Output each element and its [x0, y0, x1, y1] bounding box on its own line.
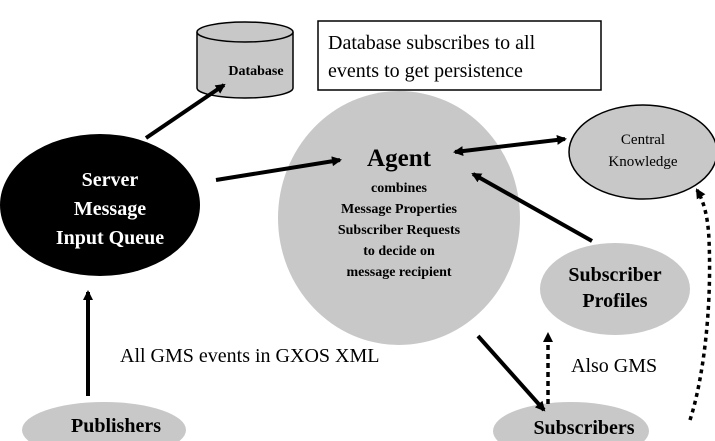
central-knowledge-ellipse: [568, 104, 715, 200]
agent-line2: Message Properties: [341, 202, 458, 217]
gms-events-label: All GMS events in GXOS XML: [120, 345, 379, 367]
central-knowledge-line2: Knowledge: [608, 154, 677, 170]
also-gms-label: Also GMS: [571, 355, 657, 377]
database-cylinder-body: [196, 32, 294, 99]
agent-ellipse: [278, 91, 520, 345]
agent-line5: message recipient: [346, 265, 451, 280]
publishers-node: Publishers: [22, 402, 186, 441]
publishers-label: Publishers: [71, 415, 161, 437]
database-note: Database subscribes to all events to get…: [317, 20, 602, 91]
arrow-profiles-to-agent: [471, 172, 593, 243]
database-label: Database: [228, 64, 283, 79]
agent-line4: to decide on: [363, 244, 435, 259]
database-note-box: [317, 20, 602, 91]
server-queue-node: Server Message Input Queue: [0, 134, 200, 276]
subscriber-profiles-line2: Profiles: [582, 290, 647, 312]
database-note-line2: events to get persistence: [328, 60, 523, 82]
subscriber-profiles-node: Subscriber Profiles: [540, 243, 690, 335]
server-queue-ellipse: [0, 134, 200, 276]
central-knowledge-line1: Central: [621, 132, 665, 148]
arrow-agent-central-knowledge: [453, 134, 567, 157]
arrow-queue-to-database: [144, 83, 226, 140]
arrow-queue-to-agent: [215, 156, 342, 182]
server-queue-line2: Message: [74, 198, 146, 220]
server-queue-line1: Server: [82, 169, 139, 191]
publishers-ellipse: [22, 402, 186, 441]
arrow-agent-to-subscribers: [476, 334, 546, 412]
subscriber-profiles-line1: Subscriber: [568, 264, 661, 286]
database-node: Database: [196, 21, 294, 99]
subscribers-node: Subscribers: [493, 402, 649, 441]
subscribers-label: Subscribers: [533, 417, 634, 439]
agent-node: Agent combines Message Properties Subscr…: [278, 91, 520, 345]
server-queue-line3: Input Queue: [56, 227, 164, 249]
agent-line1: combines: [371, 181, 428, 196]
database-cylinder-top: [196, 21, 294, 43]
agent-line3: Subscriber Requests: [338, 223, 461, 238]
arrow-subscribers-to-central-knowledge: [688, 188, 712, 421]
central-knowledge-node: Central Knowledge: [568, 104, 715, 200]
subscriber-profiles-ellipse: [540, 243, 690, 335]
database-note-line1: Database subscribes to all: [328, 32, 536, 54]
agent-title: Agent: [367, 145, 432, 172]
subscribers-ellipse: [493, 402, 649, 441]
